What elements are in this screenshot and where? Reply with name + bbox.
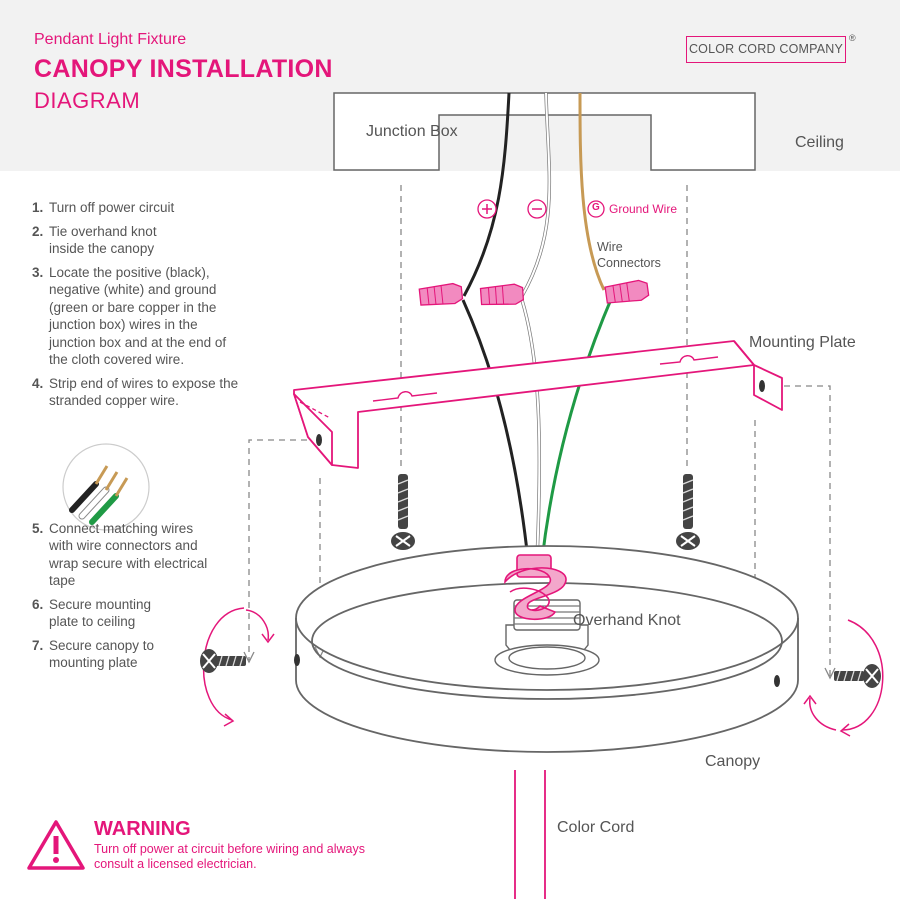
step-item: 3. Locate the positive (black), negative… (32, 264, 227, 368)
junction-box (333, 92, 756, 171)
negative-symbol-icon (527, 199, 547, 219)
step-item: 4. Strip end of wires to expose the stra… (32, 375, 239, 409)
step-item: 2. Tie overhand knot inside the canopy (32, 223, 157, 257)
plate-slot (659, 355, 719, 365)
junction-copper-wire (578, 92, 606, 291)
step-item: 1. Turn off power circuit (32, 200, 175, 215)
mounting-plate-label: Mounting Plate (749, 334, 856, 351)
color-cord-label: Color Cord (557, 819, 635, 836)
step-item: 5. Connect matching wires with wire conn… (32, 520, 208, 589)
mounting-plate (293, 340, 783, 469)
ground-symbol-icon (587, 200, 605, 218)
side-screw-icon (200, 649, 246, 673)
canopy-label: Canopy (705, 753, 761, 770)
page-title: CANOPY INSTALLATION (34, 55, 333, 83)
step-item: 6. Secure mounting plate to ceiling (32, 596, 152, 630)
step-item: 7. Secure canopy to mounting plate (32, 637, 155, 671)
wire-connectors-label: Wire Connectors (597, 240, 661, 270)
side-screw-icon (834, 664, 881, 688)
mounting-screw-icon (676, 474, 700, 550)
ground-symbol-letter: G (592, 202, 600, 213)
mounting-screw-icon (391, 474, 415, 550)
cord-green-wire (540, 296, 614, 561)
brand-registered-mark: ® (849, 33, 856, 43)
positive-symbol-icon (477, 199, 497, 219)
wire-connector-icon (418, 282, 464, 306)
junction-black-wire (462, 92, 511, 297)
warning-title: WARNING (94, 818, 191, 840)
ground-wire-label: Ground Wire (609, 202, 678, 216)
ceiling-label: Ceiling (795, 134, 844, 151)
overhand-knot-icon (504, 554, 567, 621)
color-cord (514, 770, 546, 899)
cord-black-wire (461, 299, 530, 561)
instruction-steps: 1. Turn off power circuit 2. Tie overhan… (32, 199, 252, 678)
warning-icon (27, 820, 85, 870)
junction-box-label: Junction Box (366, 123, 458, 140)
brand-logo: COLOR CORD COMPANY (686, 36, 846, 63)
wire-connector-icon (479, 283, 525, 306)
plate-slot (372, 391, 438, 402)
overhand-knot-label: Overhand Knot (573, 612, 681, 629)
page-title-line2: DIAGRAM (34, 88, 141, 113)
stripped-wire-icon (62, 443, 150, 531)
wire-connector-icon (604, 279, 650, 304)
subtitle: Pendant Light Fixture (34, 31, 187, 48)
warning-text: Turn off power at circuit before wiring … (94, 842, 365, 871)
